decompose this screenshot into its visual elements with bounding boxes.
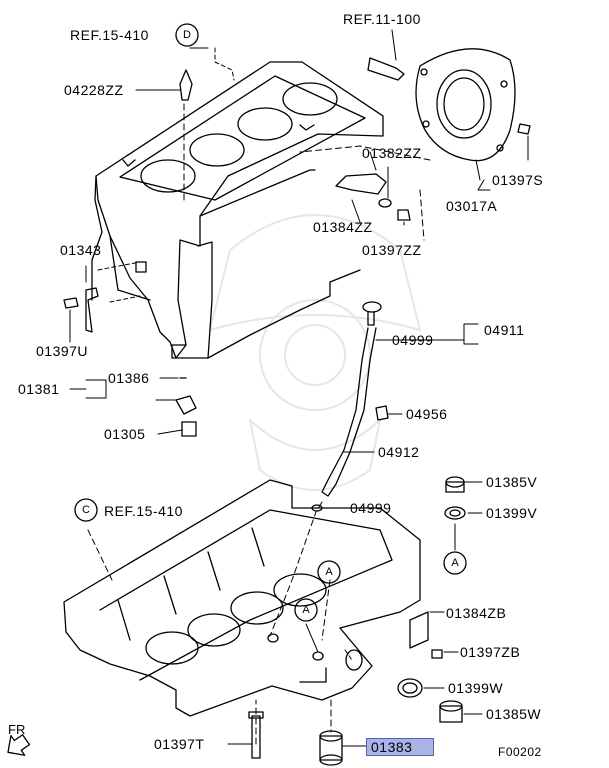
ref-15-410-lower[interactable]: REF.15-410 bbox=[104, 503, 183, 519]
part-04912[interactable]: 04912 bbox=[378, 444, 420, 460]
part-01397t[interactable]: 01397T bbox=[154, 736, 205, 752]
part-01384zz[interactable]: 01384ZZ bbox=[313, 219, 373, 235]
reference-markers bbox=[74, 23, 467, 622]
figure-code: F00202 bbox=[498, 745, 542, 759]
part-03017a[interactable]: 03017A bbox=[446, 198, 498, 214]
part-01382zz[interactable]: 01382ZZ bbox=[362, 145, 422, 161]
leader-lines bbox=[69, 29, 529, 747]
part-01305[interactable]: 01305 bbox=[104, 426, 146, 442]
part-04911[interactable]: 04911 bbox=[484, 322, 525, 338]
marker-a-label-lower: A bbox=[302, 604, 310, 616]
small-parts-lower bbox=[248, 711, 343, 766]
part-01399w[interactable]: 01399W bbox=[448, 680, 504, 696]
part-04999-upper[interactable]: 04999 bbox=[392, 332, 434, 348]
part-04999-lower[interactable]: 04999 bbox=[350, 500, 392, 516]
part-01386[interactable]: 01386 bbox=[108, 370, 150, 386]
part-01397u[interactable]: 01397U bbox=[36, 343, 89, 359]
marker-a-label-right: A bbox=[451, 557, 459, 569]
rear-oil-seal-case[interactable] bbox=[415, 48, 516, 162]
front-direction-label: FR bbox=[8, 722, 26, 737]
part-01399v[interactable]: 01399V bbox=[486, 505, 538, 521]
ref-11-100[interactable]: REF.11-100 bbox=[343, 11, 421, 27]
marker-d-label: D bbox=[183, 29, 191, 41]
marker-a-label-upper: A bbox=[325, 566, 333, 578]
front-arrow-icon bbox=[7, 734, 31, 756]
part-01397zz[interactable]: 01397ZZ bbox=[362, 242, 422, 258]
marker-c-label: C bbox=[82, 504, 90, 516]
part-01385v[interactable]: 01385V bbox=[486, 474, 538, 490]
part-01385w[interactable]: 01385W bbox=[486, 706, 542, 722]
oil-level-gauge[interactable] bbox=[311, 301, 389, 512]
part-01384zb[interactable]: 01384ZB bbox=[446, 605, 507, 621]
part-01397zb[interactable]: 01397ZB bbox=[460, 644, 521, 660]
cylinder-block-upper[interactable] bbox=[91, 61, 384, 359]
part-01383-highlighted[interactable]: 01383 bbox=[366, 738, 434, 756]
part-01381[interactable]: 01381 bbox=[18, 381, 60, 397]
part-01343[interactable]: 01343 bbox=[60, 242, 102, 258]
sealant-tube[interactable] bbox=[367, 57, 405, 81]
part-04956[interactable]: 04956 bbox=[406, 406, 448, 422]
small-parts-upper bbox=[63, 69, 531, 437]
part-01397s[interactable]: 01397S bbox=[492, 172, 544, 188]
part-04228zz[interactable]: 04228ZZ bbox=[64, 82, 124, 98]
ref-15-410-upper[interactable]: REF.15-410 bbox=[70, 27, 149, 43]
small-parts-right bbox=[397, 476, 466, 723]
